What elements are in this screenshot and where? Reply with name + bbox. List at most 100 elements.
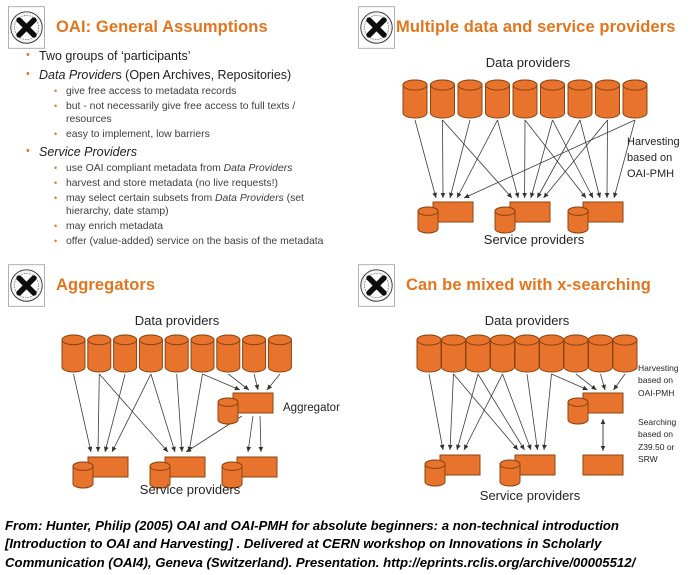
service-provider-cylinder: [499, 459, 521, 487]
arrow-line: [552, 119, 594, 199]
harvesting-cache-cylinder: [567, 397, 589, 425]
crest-icon: [358, 6, 395, 49]
crest-icon: [8, 264, 45, 307]
data-provider-cylinder: [190, 334, 215, 373]
data-provider-cylinder: [430, 79, 455, 119]
arrow-line: [604, 119, 610, 199]
harvesting-annotation: Harvesting based on OAI-PMH: [638, 363, 679, 398]
service-provider-box: [509, 201, 551, 223]
crest-icon: [358, 264, 395, 307]
aggregator-cylinder: [217, 397, 239, 425]
arrow-line: [111, 373, 152, 453]
data-provider-cylinder: [164, 334, 189, 373]
service-provider-cylinder: [567, 206, 589, 234]
data-provider-cylinder: [563, 334, 589, 373]
university-crest-logo: [8, 6, 45, 49]
slide-general-assumptions: OAI: General Assumptions • Two groups of …: [0, 0, 349, 255]
data-provider-cylinder: [61, 334, 86, 373]
data-provider-cylinder: [402, 79, 428, 119]
bullet-dot: •: [54, 128, 58, 139]
arrow-line: [542, 373, 552, 451]
service-provider-box: [164, 456, 206, 478]
service-provider-cylinder: [221, 461, 243, 489]
arrow-line: [551, 373, 589, 391]
bullet-text: offer (value-added) service on the basis…: [66, 235, 324, 247]
data-provider-cylinder: [267, 334, 292, 373]
bullet-dot: •: [26, 49, 30, 61]
arrow-line: [463, 119, 636, 199]
arrow-line: [266, 373, 281, 391]
bullet-item: • harvest and store metadata (no live req…: [54, 178, 342, 191]
bullet-dot: •: [54, 177, 58, 188]
aggregator-box: [232, 392, 274, 414]
citation: From: Hunter, Philip (2005) OAI and OAI-…: [5, 517, 696, 572]
arrow-line: [579, 119, 602, 199]
harvesting-cache-box: [582, 392, 624, 414]
service-provider-cylinder: [494, 206, 516, 234]
bullet-text: harvest and store metadata (no live requ…: [66, 177, 278, 189]
aggregator-label: Aggregator: [283, 402, 340, 414]
bullet-item: •may enrich metadata: [54, 221, 342, 234]
data-provider-cylinder: [490, 334, 515, 373]
bullet-item: •use OAI compliant metadata from Data Pr…: [54, 163, 342, 176]
slide-title: Multiple data and service providers: [396, 18, 676, 36]
bullet-dot: •: [54, 86, 58, 96]
service-provider-cylinder: [417, 206, 439, 234]
arrow-line: [73, 373, 93, 453]
bullet-item: •may select certain subsets from Data Pr…: [54, 193, 342, 219]
bullet-text: may enrich metadata: [66, 220, 164, 232]
data-provider-cylinder: [539, 334, 564, 373]
slide-title: OAI: General Assumptions: [56, 18, 268, 36]
arrow-line: [428, 373, 445, 451]
arrow-line: [414, 119, 437, 199]
data-provider-cylinder: [595, 79, 620, 119]
arrow-line: [202, 373, 241, 391]
citation-url-link[interactable]: http://eprints.rclis.org/archive/0000551…: [383, 554, 636, 570]
bullet-dot: •: [26, 67, 30, 80]
bullet-item: •give free access to metadata records: [54, 86, 342, 99]
search-service-box: [582, 454, 624, 476]
slide-aggregators: Aggregators Data providers Aggregator Se…: [0, 258, 349, 513]
service-provider-box: [439, 454, 481, 476]
arrow-line: [613, 119, 636, 199]
data-provider-cylinder: [588, 334, 613, 373]
arrow-line: [253, 373, 260, 391]
providers-diagram: [402, 79, 648, 234]
bullet-text: Service Providers: [39, 144, 137, 159]
bullet-dot: •: [26, 144, 30, 157]
bullet-text: use OAI compliant metadata from Data Pro…: [66, 163, 293, 175]
bullet-dot: •: [54, 235, 58, 246]
service-provider-box: [514, 454, 556, 476]
service-provider-cylinder: [149, 461, 171, 489]
data-provider-cylinder: [622, 79, 648, 119]
service-provider-box: [236, 456, 278, 478]
bullet-item: •Data Providers (Open Archives, Reposito…: [20, 68, 342, 84]
service-provider-box: [432, 201, 474, 223]
service-providers-label: Service providers: [483, 232, 585, 247]
bullet-item: •but - not necessarily give free access …: [54, 101, 342, 127]
data-providers-label: Data providers: [484, 313, 570, 328]
arrow-line: [613, 373, 626, 391]
university-crest-logo: [8, 264, 45, 307]
arrow-line: [447, 373, 454, 451]
service-provider-box: [582, 201, 624, 223]
harvesting-annotation: Harvesting based on OAI-PMH: [627, 136, 680, 180]
arrow-line: [176, 373, 185, 453]
arrow-line: [543, 119, 608, 199]
searching-annotation: Searching based on Z39.50 or SRW: [638, 417, 677, 464]
arrow-line: [440, 119, 446, 199]
data-provider-cylinder: [242, 334, 267, 373]
arrow-line: [524, 119, 587, 199]
slide-title: Can be mixed with x-searching: [406, 276, 651, 294]
service-providers-label: Service providers: [479, 488, 581, 503]
bullet-text: but - not necessarily give free access t…: [66, 100, 296, 125]
data-provider-cylinder: [113, 334, 138, 373]
data-provider-cylinder: [512, 79, 538, 119]
arrow-line: [187, 373, 203, 453]
arrow-line: [600, 373, 606, 391]
data-provider-cylinder: [540, 79, 565, 119]
crest-icon: [8, 6, 45, 49]
bullet-dot: •: [54, 192, 58, 203]
bullet-text: Two groups of ‘participants’: [39, 49, 191, 63]
arrow-line: [463, 373, 503, 451]
